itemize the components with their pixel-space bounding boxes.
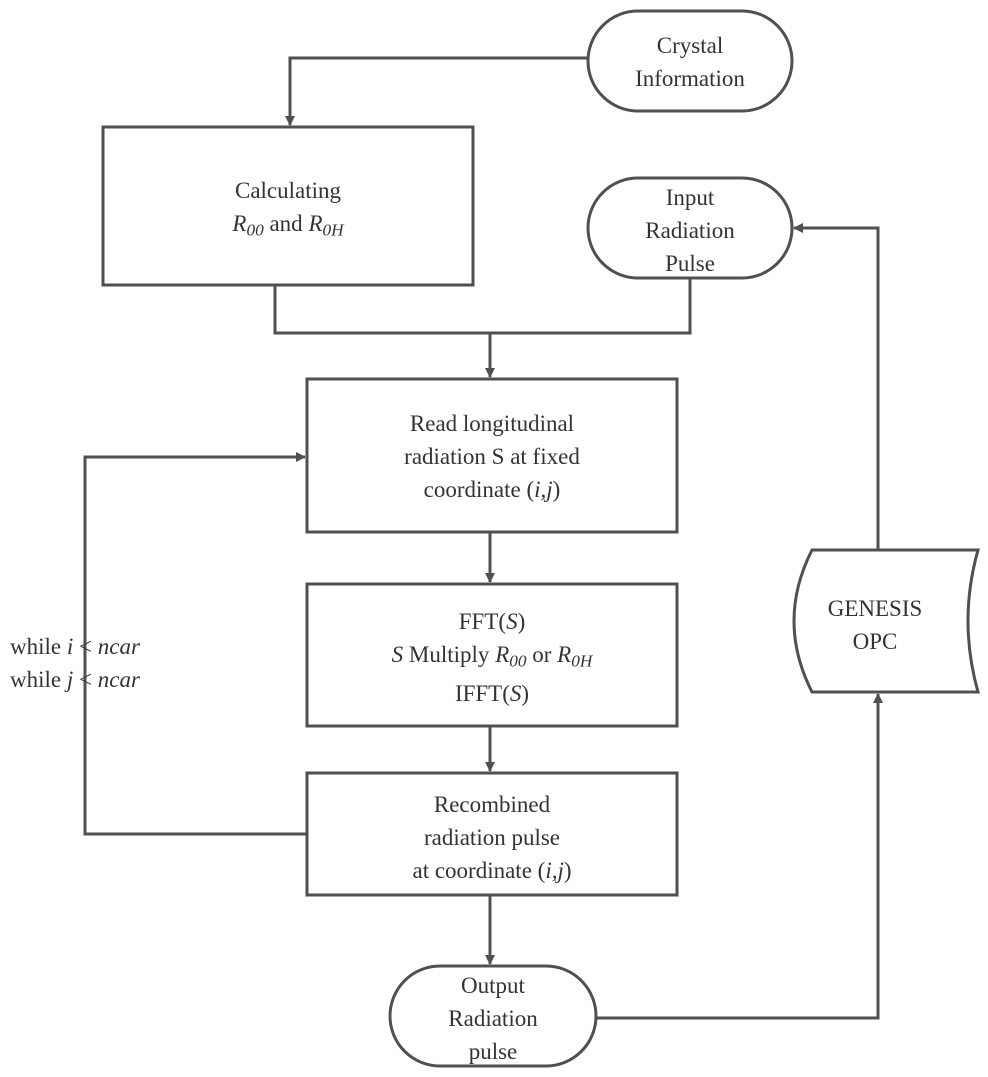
crystal-info-label: Crystal Information (588, 29, 792, 95)
genesis-line2: OPC (852, 629, 898, 654)
output-pulse-line3: pulse (468, 1039, 518, 1064)
genesis-shape (792, 548, 980, 694)
read-radiation-label: Read longitudinal radiation S at fixed c… (307, 407, 677, 506)
fft-label: FFT(S) S Multiply R00 or R0H IFFT(S) (307, 605, 677, 710)
read-radiation-box-shape (305, 377, 679, 534)
r0h-symbol: R0H (557, 642, 593, 671)
loop-condition-j: while j < ncar (10, 667, 140, 692)
fft-line1: FFT(S) (458, 609, 526, 634)
crystal-info-line2: Information (635, 66, 745, 91)
recombined-line2: radiation pulse (423, 825, 561, 850)
calculating-line2: R00 and R0H (103, 207, 473, 246)
read-radiation-line1: Read longitudinal (409, 411, 575, 436)
and-text: and (269, 211, 303, 236)
calculating-line1: Calculating (234, 178, 342, 203)
read-radiation-line2: radiation S at fixed (404, 444, 580, 469)
output-pulse-line1: Output (461, 973, 525, 998)
input-pulse-label: Input Radiation Pulse (588, 181, 792, 280)
arrow-output-to-genesis (596, 693, 883, 1020)
fft-line3: IFFT(S) (454, 681, 530, 707)
calculating-box-shape (101, 125, 475, 287)
fft-box-shape (305, 582, 679, 728)
output-pulse-shape (388, 964, 598, 1068)
recombined-line3: at coordinate (i,j) (412, 858, 572, 883)
arrow-genesis-to-input (793, 223, 880, 550)
recombined-label: Recombined radiation pulse at coordinate… (307, 788, 677, 887)
arrow-loop-back (83, 452, 307, 836)
input-pulse-line2: Radiation (645, 218, 735, 243)
arrow-crystal-to-calculating (285, 56, 588, 126)
loop-condition-i: while i < ncar (10, 634, 140, 659)
line-input-to-merge (490, 278, 692, 335)
r0h-symbol: R0H (308, 211, 344, 240)
output-pulse-label: Output Radiation pulse (390, 969, 596, 1068)
genesis-line1: GENESIS (827, 596, 923, 621)
input-pulse-line3: Pulse (665, 251, 715, 276)
input-pulse-line1: Input (665, 185, 715, 210)
calculating-label: Calculating R00 and R0H (103, 174, 473, 246)
read-radiation-line3: coordinate (i,j) (423, 477, 561, 502)
crystal-info-line1: Crystal (656, 33, 724, 58)
fft-line2: S Multiply R00 or R0H (391, 642, 593, 671)
r00-symbol: R00 (495, 642, 527, 671)
crystal-info-shape (586, 9, 794, 113)
line-calculating-to-merge (273, 285, 490, 335)
genesis-label: GENESIS OPC (790, 592, 960, 658)
output-pulse-line2: Radiation (448, 1006, 538, 1031)
loop-condition-label: while i < ncar while j < ncar (10, 630, 140, 696)
r00-symbol: R00 (232, 211, 264, 240)
recombined-line1: Recombined (433, 792, 551, 817)
